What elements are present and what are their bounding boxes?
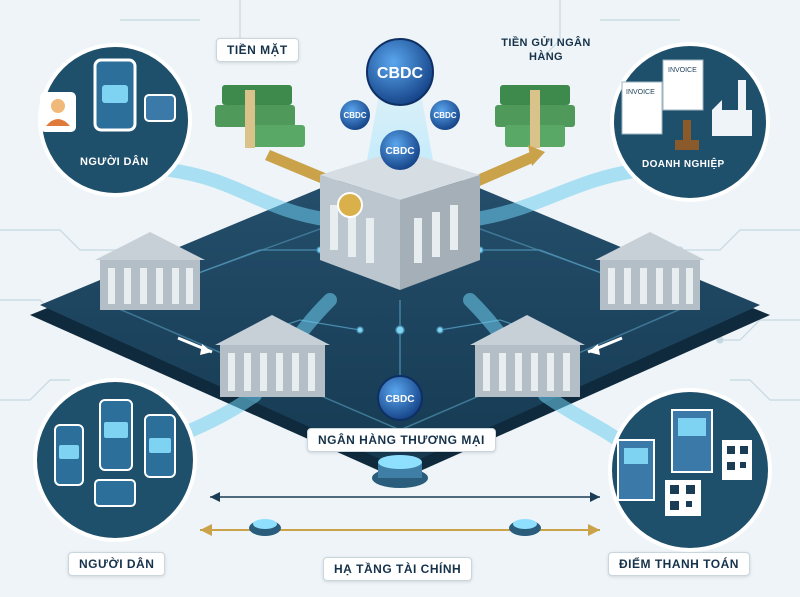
business-circle: INVOICE INVOICE — [610, 42, 770, 202]
factory-icon — [712, 80, 752, 136]
commercial-bank-label: NGÂN HÀNG THƯƠNG MẠI — [307, 428, 496, 452]
commercial-bank-front-left — [215, 315, 330, 397]
deposit-stack — [495, 85, 575, 148]
people-label-bottom: NGƯỜI DÂN — [68, 552, 166, 576]
people-label-top: NGƯỜI DÂN — [80, 156, 149, 168]
stamp-icon — [675, 120, 699, 150]
people-circle-top — [38, 43, 192, 197]
cbdc-pedestal — [372, 455, 428, 488]
qr-code-icon — [665, 480, 701, 516]
wallet-icon — [144, 94, 176, 122]
cbdc-coin-center: CBDC — [380, 130, 420, 170]
phone-wallet-icon — [54, 424, 84, 486]
invoice-text-1: INVOICE — [626, 89, 655, 96]
payment-circle — [608, 388, 772, 552]
svg-text:CBDC: CBDC — [343, 111, 366, 120]
commercial-bank-right — [595, 232, 705, 310]
invoice-text-2: INVOICE — [668, 67, 697, 74]
svg-text:CBDC: CBDC — [377, 65, 424, 82]
business-label: DOANH NGHIỆP — [642, 159, 725, 170]
payment-point-label: ĐIỂM THANH TOÁN — [608, 552, 750, 576]
phone-wallet-icon — [144, 414, 176, 478]
bottom-connection — [200, 492, 600, 536]
commercial-bank-left — [95, 232, 205, 310]
atm-kiosk-icon — [671, 409, 713, 473]
cbdc-coin-left: CBDC — [340, 100, 370, 130]
commercial-bank-front-right — [470, 315, 585, 397]
svg-text:CBDC: CBDC — [386, 394, 415, 405]
bank-emblem-icon — [337, 192, 363, 218]
qr-code-icon — [722, 440, 752, 480]
invoice-document-icon — [621, 81, 663, 135]
exchange-arrows — [177, 336, 623, 355]
cbdc-coin-right: CBDC — [430, 100, 460, 130]
central-bank-building — [320, 150, 480, 290]
cbdc-coin-main: CBDC — [366, 38, 434, 106]
cbdc-coin-lower: CBDC — [377, 375, 423, 421]
phone-wallet-icon — [94, 479, 136, 507]
people-circle-bottom — [33, 378, 197, 542]
phone-wallet-icon — [99, 399, 133, 471]
phone-wallet-icon — [93, 58, 137, 132]
svg-text:CBDC: CBDC — [433, 111, 456, 120]
gold-arrows-top — [265, 145, 545, 188]
cash-stack — [215, 85, 305, 148]
financial-infrastructure-label: HẠ TẦNG TÀI CHÍNH — [323, 557, 473, 581]
atm-kiosk-icon — [617, 439, 655, 501]
person-avatar-icon — [40, 92, 76, 132]
svg-text:CBDC: CBDC — [386, 146, 415, 157]
cash-label: TIỀN MẶT — [216, 38, 299, 62]
invoice-document-icon — [662, 59, 704, 111]
deposit-label: TIỀN GỬI NGÂN HÀNG — [501, 37, 591, 63]
